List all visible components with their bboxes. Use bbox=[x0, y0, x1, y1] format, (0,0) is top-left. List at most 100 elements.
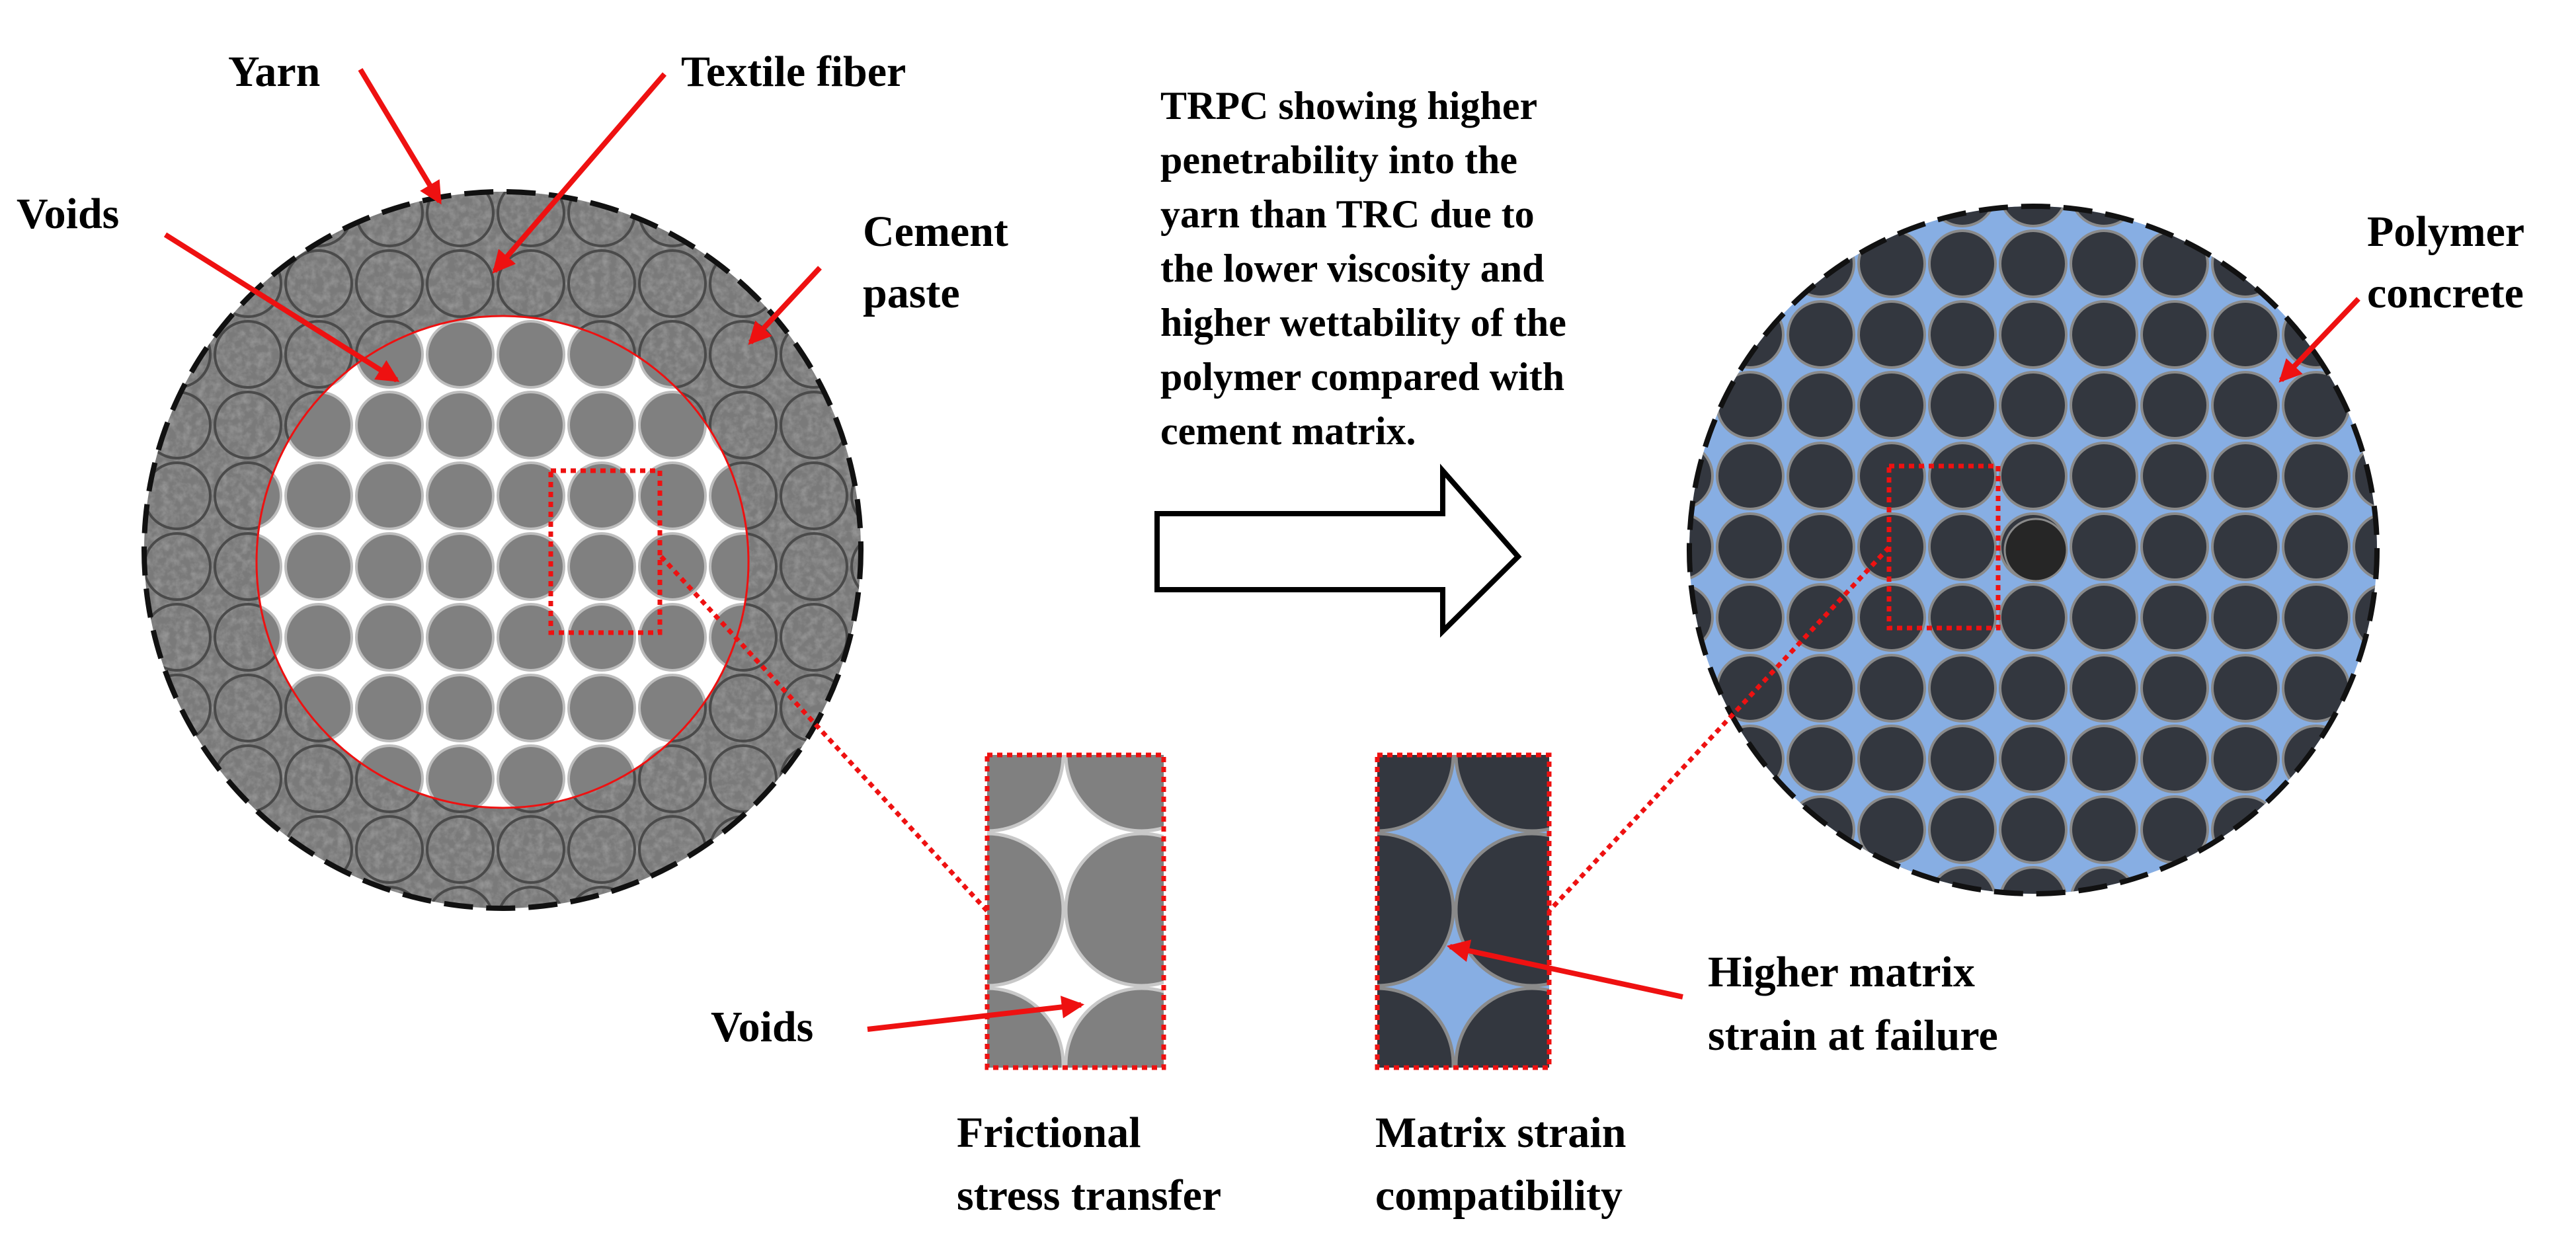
fiber bbox=[567, 461, 636, 530]
fiber bbox=[73, 675, 140, 741]
fiber bbox=[1689, 725, 1714, 793]
fiber bbox=[1716, 583, 1785, 652]
fiber bbox=[2211, 300, 2280, 369]
fiber bbox=[922, 746, 988, 812]
fiber bbox=[1716, 229, 1785, 298]
fiber bbox=[1689, 371, 1714, 440]
zoom-box-right bbox=[1886, 463, 2001, 631]
fiber bbox=[780, 192, 848, 247]
fiber bbox=[2282, 866, 2351, 894]
fiber bbox=[1999, 229, 2068, 298]
fiber bbox=[781, 109, 847, 175]
fiber bbox=[2211, 206, 2280, 227]
fiber bbox=[1716, 206, 1785, 227]
fiber bbox=[73, 321, 140, 387]
fiber bbox=[144, 816, 210, 883]
fiber bbox=[284, 603, 353, 672]
label-matrix-strain: Matrix strain bbox=[1375, 1109, 1626, 1157]
fiber bbox=[2282, 371, 2351, 440]
fiber bbox=[852, 392, 918, 458]
fiber bbox=[987, 755, 1065, 833]
fiber bbox=[144, 532, 212, 601]
fiber bbox=[1999, 300, 2068, 369]
fiber bbox=[497, 815, 565, 884]
fiber bbox=[1928, 583, 1997, 652]
fiber bbox=[2282, 512, 2351, 581]
fiber bbox=[2070, 206, 2138, 227]
fiber bbox=[73, 887, 140, 953]
fiber bbox=[2211, 512, 2280, 581]
fiber bbox=[73, 675, 140, 741]
fiber bbox=[1787, 442, 1855, 510]
fiber bbox=[497, 532, 565, 601]
fiber bbox=[2070, 654, 2138, 723]
fiber bbox=[73, 392, 140, 458]
fiber bbox=[850, 674, 861, 742]
fiber bbox=[2211, 725, 2280, 793]
fiber bbox=[144, 958, 210, 1024]
fiber bbox=[1689, 866, 1714, 894]
fiber bbox=[2140, 442, 2209, 510]
fiber bbox=[214, 391, 282, 459]
fiber bbox=[1928, 229, 1997, 298]
fiber bbox=[73, 604, 140, 670]
fiber bbox=[355, 249, 424, 318]
fiber bbox=[2211, 583, 2280, 652]
zoom-inset-compatibility bbox=[1375, 752, 1552, 1070]
fiber bbox=[922, 321, 988, 387]
fiber bbox=[638, 391, 707, 459]
fiber bbox=[567, 532, 636, 601]
fiber bbox=[1377, 986, 1455, 1068]
fiber bbox=[1857, 583, 1926, 652]
fiber bbox=[73, 746, 140, 812]
fiber bbox=[497, 603, 565, 672]
fiber bbox=[2140, 795, 2209, 864]
label-voids-top: Voids bbox=[17, 190, 119, 238]
fiber bbox=[355, 815, 424, 884]
fiber bbox=[852, 604, 918, 670]
fiber bbox=[426, 603, 495, 672]
fiber bbox=[2425, 584, 2491, 650]
fiber bbox=[1787, 654, 1855, 723]
label-compatibility: compatibility bbox=[1375, 1171, 1623, 1220]
fiber bbox=[1999, 795, 2068, 864]
fiber bbox=[497, 391, 565, 459]
fiber bbox=[73, 746, 140, 812]
fiber bbox=[922, 746, 988, 812]
fiber bbox=[426, 532, 495, 601]
fiber bbox=[1857, 300, 1926, 369]
fiber bbox=[710, 109, 776, 175]
fiber bbox=[426, 461, 495, 530]
fiber bbox=[144, 251, 210, 317]
fiber bbox=[1857, 795, 1926, 864]
fiber bbox=[427, 958, 493, 1024]
fiber bbox=[780, 815, 848, 884]
fiber bbox=[2353, 654, 2377, 723]
inset-fibers-polymer bbox=[1377, 755, 1549, 1068]
fiber bbox=[1787, 795, 1855, 864]
fiber bbox=[780, 603, 848, 672]
fiber bbox=[710, 180, 776, 246]
fiber bbox=[709, 815, 778, 884]
fiber bbox=[638, 249, 707, 318]
fiber bbox=[1689, 229, 1714, 298]
fiber bbox=[1999, 371, 2068, 440]
fiber bbox=[1928, 654, 1997, 723]
fiber bbox=[284, 461, 353, 530]
fiber bbox=[144, 746, 210, 812]
fiber bbox=[214, 886, 282, 908]
label-textile-fiber: Textile fiber bbox=[681, 48, 906, 96]
fiber bbox=[567, 391, 636, 459]
fiber bbox=[144, 887, 210, 953]
fiber bbox=[2070, 371, 2138, 440]
fiber bbox=[214, 320, 282, 389]
fiber bbox=[73, 816, 140, 883]
fiber bbox=[356, 958, 423, 1024]
fiber bbox=[1999, 206, 2068, 227]
fiber bbox=[1928, 512, 1997, 581]
fiber bbox=[780, 532, 848, 601]
description-line: TRPC showing higher bbox=[1160, 84, 1537, 128]
fiber bbox=[2282, 795, 2351, 864]
fiber bbox=[498, 109, 564, 175]
fiber bbox=[498, 958, 564, 1024]
